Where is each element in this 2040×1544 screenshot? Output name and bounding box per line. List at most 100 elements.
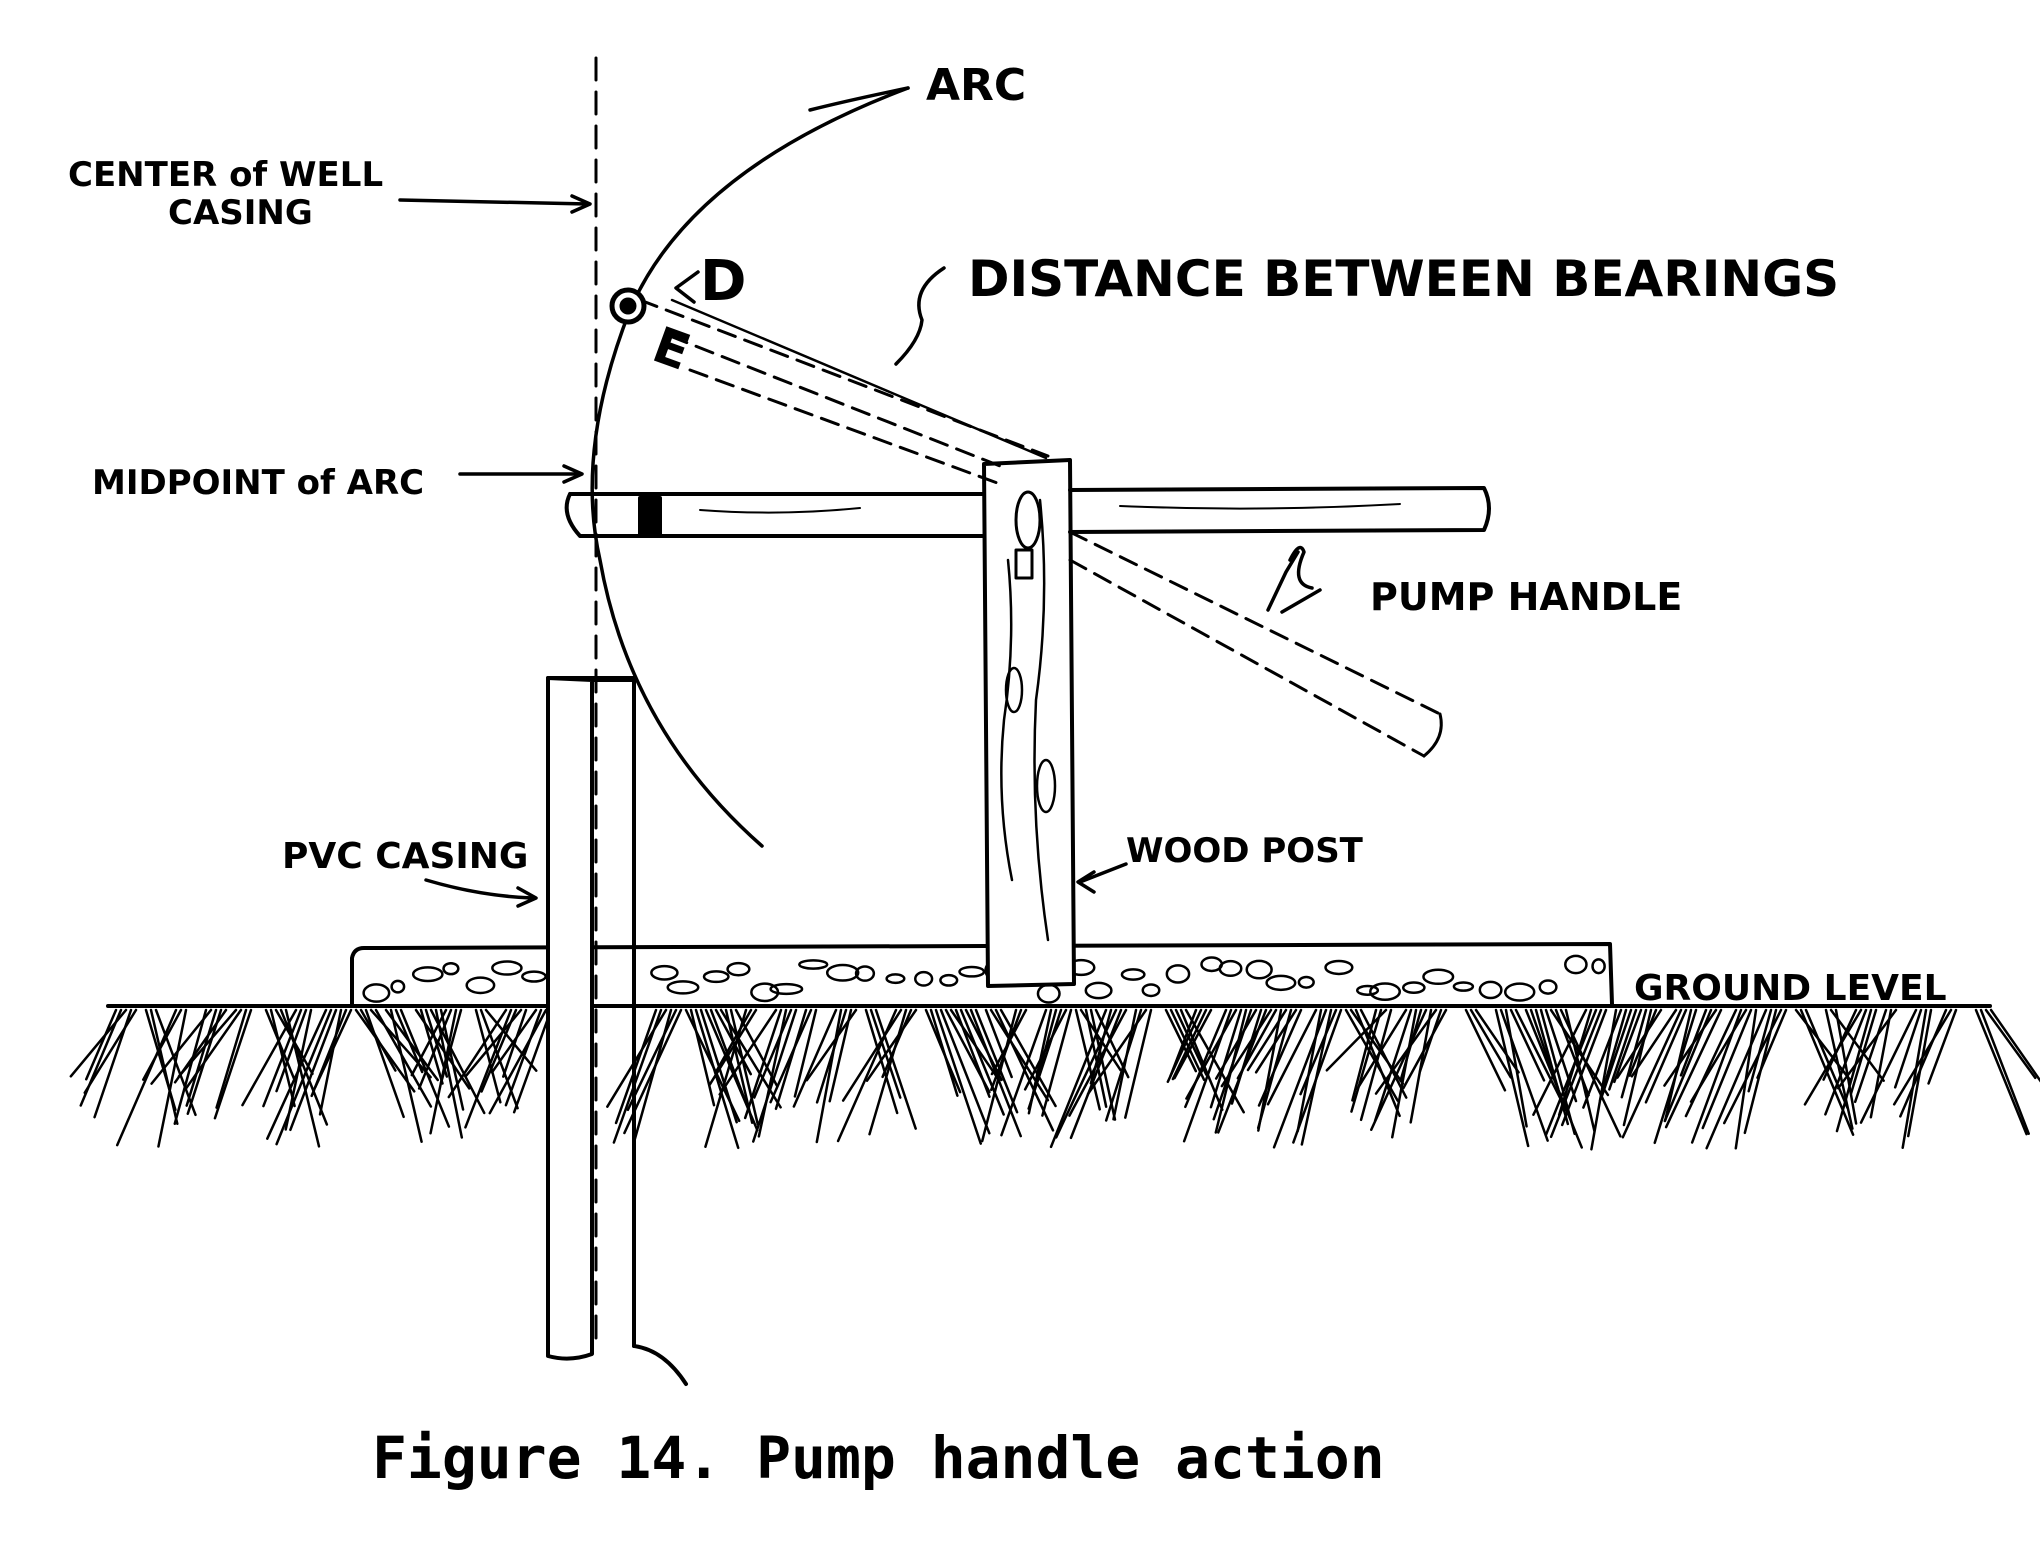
- slab-stone: [1165, 964, 1191, 984]
- hatch-stroke: [774, 1008, 808, 1111]
- hatch-stroke: [1899, 1008, 1948, 1118]
- hatch-stroke: [1849, 1008, 1878, 1095]
- hatch-stroke: [1266, 1008, 1318, 1106]
- hatch-stroke: [289, 1008, 338, 1132]
- figure-caption: Figure 14. Pump handle action: [372, 1424, 1385, 1492]
- pump-handle-horizontal: [564, 486, 1491, 538]
- hatch-stroke: [1023, 1008, 1068, 1091]
- hatch-stroke: [1927, 1008, 1958, 1085]
- slab-stone: [1355, 984, 1380, 996]
- hatch-stroke: [815, 1008, 843, 1144]
- hatch-stroke: [1169, 1008, 1206, 1082]
- hatch-stroke: [1359, 1008, 1393, 1122]
- slab-stone: [1141, 983, 1161, 998]
- slab-stone: [1120, 968, 1146, 981]
- hatch-stroke: [464, 1008, 523, 1078]
- hatch-stroke: [1086, 1008, 1148, 1096]
- hatch-stroke: [314, 1008, 353, 1089]
- slab-stone: [726, 961, 751, 977]
- hatch-stroke: [1164, 1008, 1198, 1073]
- hatch-stroke: [1236, 1008, 1278, 1080]
- slab-stone: [939, 973, 959, 987]
- hatch-stroke: [389, 1008, 423, 1143]
- hatch-stroke: [729, 1008, 759, 1126]
- slab-stone: [1084, 981, 1113, 1000]
- hatch-stroke: [1272, 1008, 1328, 1149]
- hatch-stroke: [474, 1008, 502, 1104]
- hatch-stroke: [841, 1008, 903, 1102]
- hatch-stroke: [1613, 1008, 1643, 1084]
- hatch-stroke: [399, 1008, 451, 1128]
- hatch-stroke: [1049, 1008, 1108, 1149]
- hatch-stroke: [694, 1008, 740, 1150]
- wood-post: [982, 458, 1076, 988]
- hatch-stroke: [1653, 1008, 1698, 1145]
- hatch-stroke: [1209, 1008, 1243, 1109]
- hatch-stroke: [718, 1008, 778, 1096]
- slab-aggregate: [362, 954, 1606, 1004]
- hatch-stroke: [1893, 1008, 1923, 1089]
- hatch-stroke: [447, 1008, 508, 1099]
- hatch-stroke: [1246, 1008, 1288, 1072]
- hatch-stroke: [1616, 1008, 1663, 1079]
- slab-stone: [411, 966, 444, 983]
- hatch-stroke: [1539, 1008, 1576, 1136]
- hatch-stroke: [989, 1008, 1050, 1102]
- slab-stone: [1478, 980, 1503, 1000]
- hatch-stroke: [1474, 1008, 1520, 1074]
- hatch-stroke: [1166, 1008, 1203, 1084]
- slab-stone: [1422, 968, 1455, 986]
- hatch-stroke: [1171, 1008, 1208, 1081]
- hatch-stroke: [1514, 1008, 1568, 1112]
- label-center-line2: CASING: [168, 193, 313, 233]
- hatch-stroke: [689, 1008, 716, 1107]
- hatch-stroke: [1509, 1008, 1546, 1082]
- slab-stone: [442, 961, 460, 976]
- hatch-stroke: [177, 1008, 238, 1078]
- hatch-stroke: [1373, 1008, 1413, 1122]
- hatch-stroke: [881, 1008, 913, 1079]
- hatch-stroke: [1974, 1008, 2028, 1136]
- slab-stone: [1245, 959, 1273, 980]
- slab-stone: [1036, 983, 1061, 1004]
- hatch-stroke: [1859, 1008, 1918, 1124]
- hatch-stroke: [1549, 1008, 1603, 1139]
- hatch-stroke: [502, 1008, 528, 1078]
- label-distance: DISTANCE BETWEEN BEARINGS: [968, 250, 1839, 308]
- hatch-stroke: [793, 1008, 818, 1098]
- hatch-stroke: [980, 1008, 1018, 1143]
- hatch-stroke: [410, 1008, 448, 1077]
- hatch-stroke: [1836, 1008, 1898, 1090]
- hatch-stroke: [512, 1008, 553, 1114]
- slab-stone: [491, 960, 523, 976]
- hatch-stroke: [318, 1008, 343, 1116]
- hatch-stroke: [1689, 1008, 1748, 1103]
- hatch-stroke: [959, 1008, 1005, 1116]
- slab-stone: [1324, 959, 1354, 976]
- hatch-stroke: [184, 1008, 243, 1091]
- slab-stone: [885, 973, 906, 985]
- hatch-stroke: [1124, 1008, 1153, 1119]
- slab-stone: [825, 963, 860, 982]
- hatch-stroke: [1041, 1008, 1073, 1117]
- hatch-stroke: [1869, 1008, 1893, 1119]
- hatch-stroke: [1104, 1008, 1143, 1122]
- hatch-stroke: [1544, 1008, 1598, 1137]
- hatch-stroke: [504, 1008, 543, 1107]
- hatch-stroke: [1069, 1008, 1123, 1140]
- hatch-stroke: [1254, 1008, 1298, 1074]
- slab-stone: [1503, 982, 1536, 1002]
- hatch-stroke: [1027, 1008, 1063, 1110]
- hatch-stroke: [1054, 1008, 1118, 1139]
- hatch-stroke: [1000, 1008, 1048, 1137]
- label-pump-handle: PUMP HANDLE: [1370, 575, 1682, 619]
- hatch-stroke: [215, 1008, 248, 1109]
- slab-stone: [465, 976, 496, 995]
- slab-stone: [1564, 954, 1588, 975]
- hatch-stroke: [173, 1008, 208, 1125]
- hatch-stroke: [1355, 1008, 1408, 1091]
- hatch-stroke: [490, 1008, 538, 1074]
- hatch-stroke: [1664, 1008, 1723, 1129]
- hatch-stroke: [417, 1008, 453, 1090]
